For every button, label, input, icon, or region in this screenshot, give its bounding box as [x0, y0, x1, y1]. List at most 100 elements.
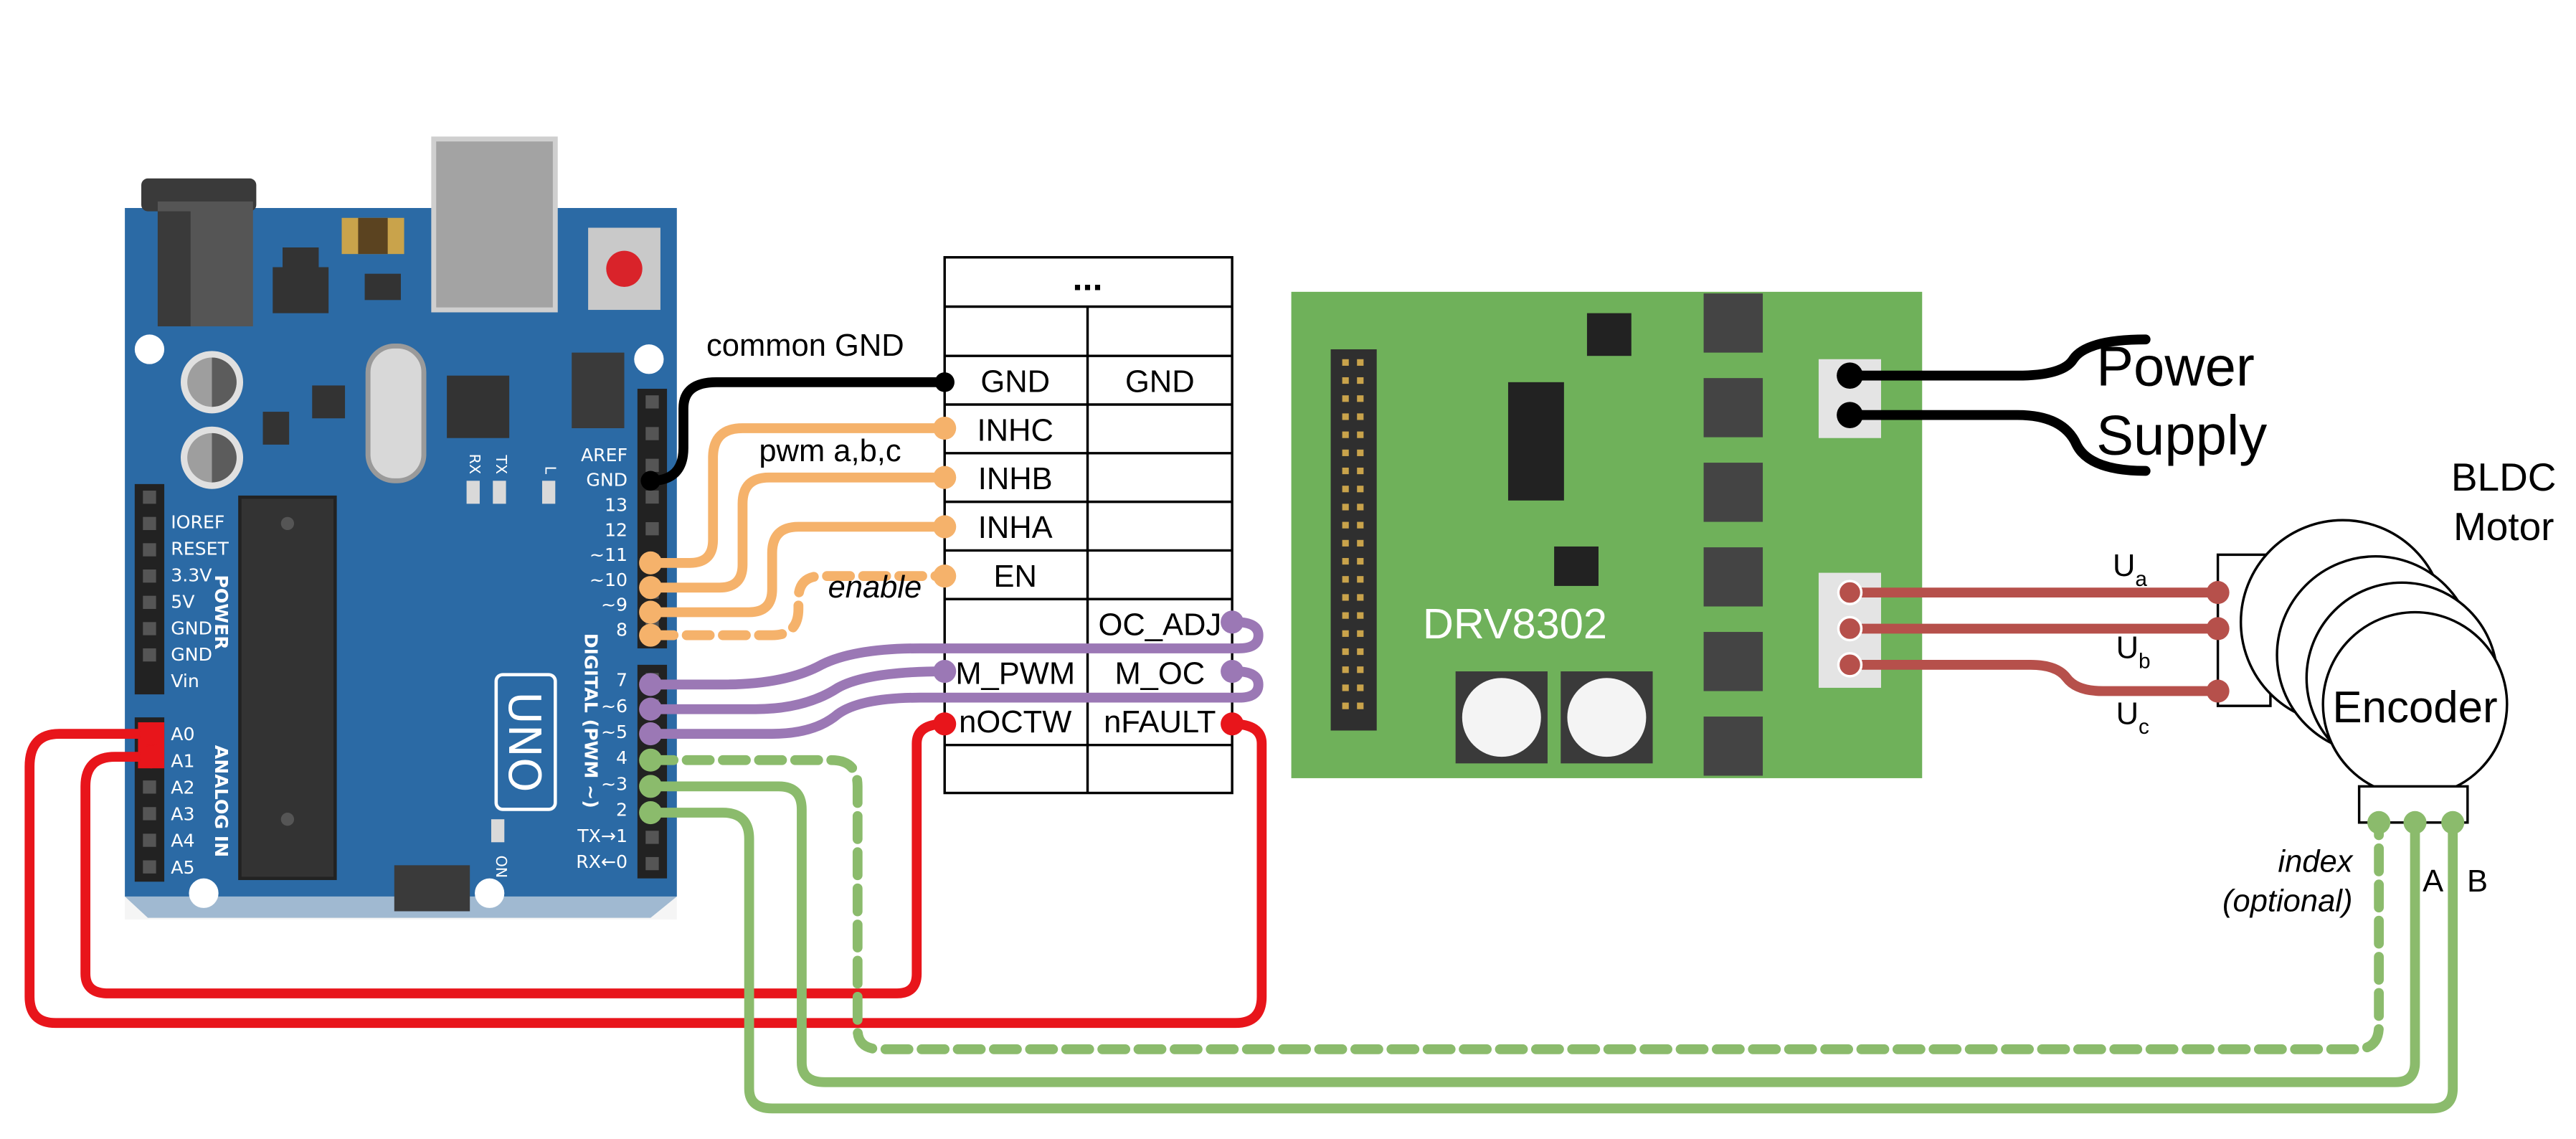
pin-label: IOREF — [171, 512, 224, 533]
power-supply-label-line1: Power — [2096, 334, 2255, 397]
pin-label: A5 — [171, 857, 194, 878]
wire-encoder-b — [645, 808, 2458, 1114]
encoder-a-label: A — [2423, 864, 2443, 899]
svg-text:RX: RX — [466, 454, 483, 474]
pin-label: A3 — [171, 804, 194, 825]
wire-gnd — [645, 377, 950, 486]
pin-label: ~5 — [601, 722, 628, 742]
pin-label: GND — [171, 618, 212, 638]
enable-label: enable — [828, 570, 922, 605]
drv-header-pin — [1342, 359, 1349, 366]
connector-cell: GND — [1125, 365, 1195, 400]
drv-header-pin — [1357, 612, 1364, 619]
svg-text:ON: ON — [493, 856, 510, 879]
drv-header-pin — [1357, 630, 1364, 637]
drv-header-pin — [1342, 431, 1349, 438]
mosfet — [1703, 378, 1763, 438]
drv-header-pin — [1357, 576, 1364, 583]
drv-header-pin — [1342, 557, 1349, 565]
power-header-title: POWER — [211, 575, 232, 649]
pin-label: 4 — [616, 747, 628, 768]
drv-header-pin — [1357, 431, 1364, 438]
atmega-chip — [238, 495, 337, 880]
pin-label: Vin — [171, 671, 199, 691]
drv-header-pin — [1357, 395, 1364, 402]
wire-pwm-c — [645, 423, 950, 568]
pin-label: 2 — [616, 800, 628, 821]
motor-label-line1: BLDC — [2451, 455, 2557, 499]
drv-header-pin — [1357, 486, 1364, 493]
drv-header-pin — [1342, 702, 1349, 709]
pwm-label: pwm a,b,c — [759, 434, 901, 468]
pin-label: 5V — [171, 591, 195, 612]
header-hole — [645, 831, 659, 844]
svg-text:TX: TX — [493, 454, 510, 474]
power-header — [134, 483, 165, 695]
header-hole — [143, 648, 156, 662]
wire-oc-adj — [645, 617, 1264, 690]
drv-header-pin — [1357, 539, 1364, 547]
encoder-optional-label: (optional) — [2222, 884, 2352, 918]
header-hole — [645, 395, 659, 409]
mosfet — [1703, 547, 1763, 607]
connector-cell: nFAULT — [1104, 705, 1216, 739]
wire-power-plus — [1845, 334, 2151, 381]
pin-label: A4 — [171, 831, 194, 851]
wire-m-oc — [645, 666, 1264, 739]
wire-enable — [645, 571, 950, 641]
header-hole — [645, 458, 659, 472]
usb-port — [431, 136, 558, 313]
pin-label: ~6 — [601, 696, 628, 717]
wire-noctw — [80, 719, 950, 998]
drv-header-pin — [1342, 521, 1349, 529]
pin-label: 8 — [616, 620, 628, 641]
drv-header-pin — [1342, 377, 1349, 384]
drv-header-pin — [1342, 539, 1349, 547]
header-hole — [143, 807, 156, 821]
connector-cell: INHA — [978, 511, 1053, 545]
pin-label: 3.3V — [171, 564, 212, 585]
analog-header-title: ANALOG IN — [211, 745, 232, 858]
drv-header-pin — [1357, 521, 1364, 529]
header-hole — [143, 833, 156, 847]
bldc-motor: Encoder BLDC Motor — [2216, 455, 2557, 824]
digital-header-title: DIGITAL (PWM ~) — [581, 633, 602, 808]
wire-phase-c — [1845, 659, 2223, 696]
connector-cell: M_PWM — [955, 656, 1075, 691]
connector-cell: EN — [993, 559, 1036, 594]
pin-label: ~11 — [589, 544, 628, 565]
header-hole — [143, 543, 156, 557]
pin-label: A2 — [171, 777, 194, 798]
wire-pwm-b — [645, 472, 950, 593]
pin-label: 12 — [605, 519, 628, 540]
pin-label: A0 — [171, 724, 194, 745]
drv-header-pin — [1357, 702, 1364, 709]
connector-cell: INHC — [977, 413, 1053, 448]
wire-nfault — [24, 719, 1267, 1029]
drv-header-pin — [1342, 684, 1349, 691]
pin-label: ~3 — [601, 773, 628, 794]
connector-cell: OC_ADJ — [1098, 608, 1221, 643]
pin-label: AREF — [581, 445, 628, 465]
drv8302-label: DRV8302 — [1423, 600, 1607, 648]
wire-encoder-a — [645, 781, 2420, 1087]
pin-label: TX→1 — [577, 826, 628, 846]
header-hole — [143, 516, 156, 531]
drv-header-pin — [1357, 377, 1364, 384]
header-hole — [143, 491, 156, 504]
header-hole — [143, 570, 156, 583]
drv8302-board: DRV8302 — [1291, 291, 1923, 778]
wires — [24, 334, 2465, 1114]
encoder-b-label: B — [2467, 864, 2488, 899]
mosfet — [1703, 717, 1763, 776]
connector-cell: nOCTW — [959, 705, 1071, 739]
drv-header-pin — [1342, 648, 1349, 656]
phase-c-label: Uc — [2116, 696, 2149, 739]
pin-label: ~9 — [601, 595, 628, 615]
drv-header-pin — [1357, 359, 1364, 366]
encoder-index-label: index — [2278, 845, 2354, 879]
connector-cell: M_OC — [1114, 656, 1205, 691]
drv-header-pin — [1357, 467, 1364, 475]
drv-header-pin — [1342, 630, 1349, 637]
header-hole — [645, 490, 659, 504]
